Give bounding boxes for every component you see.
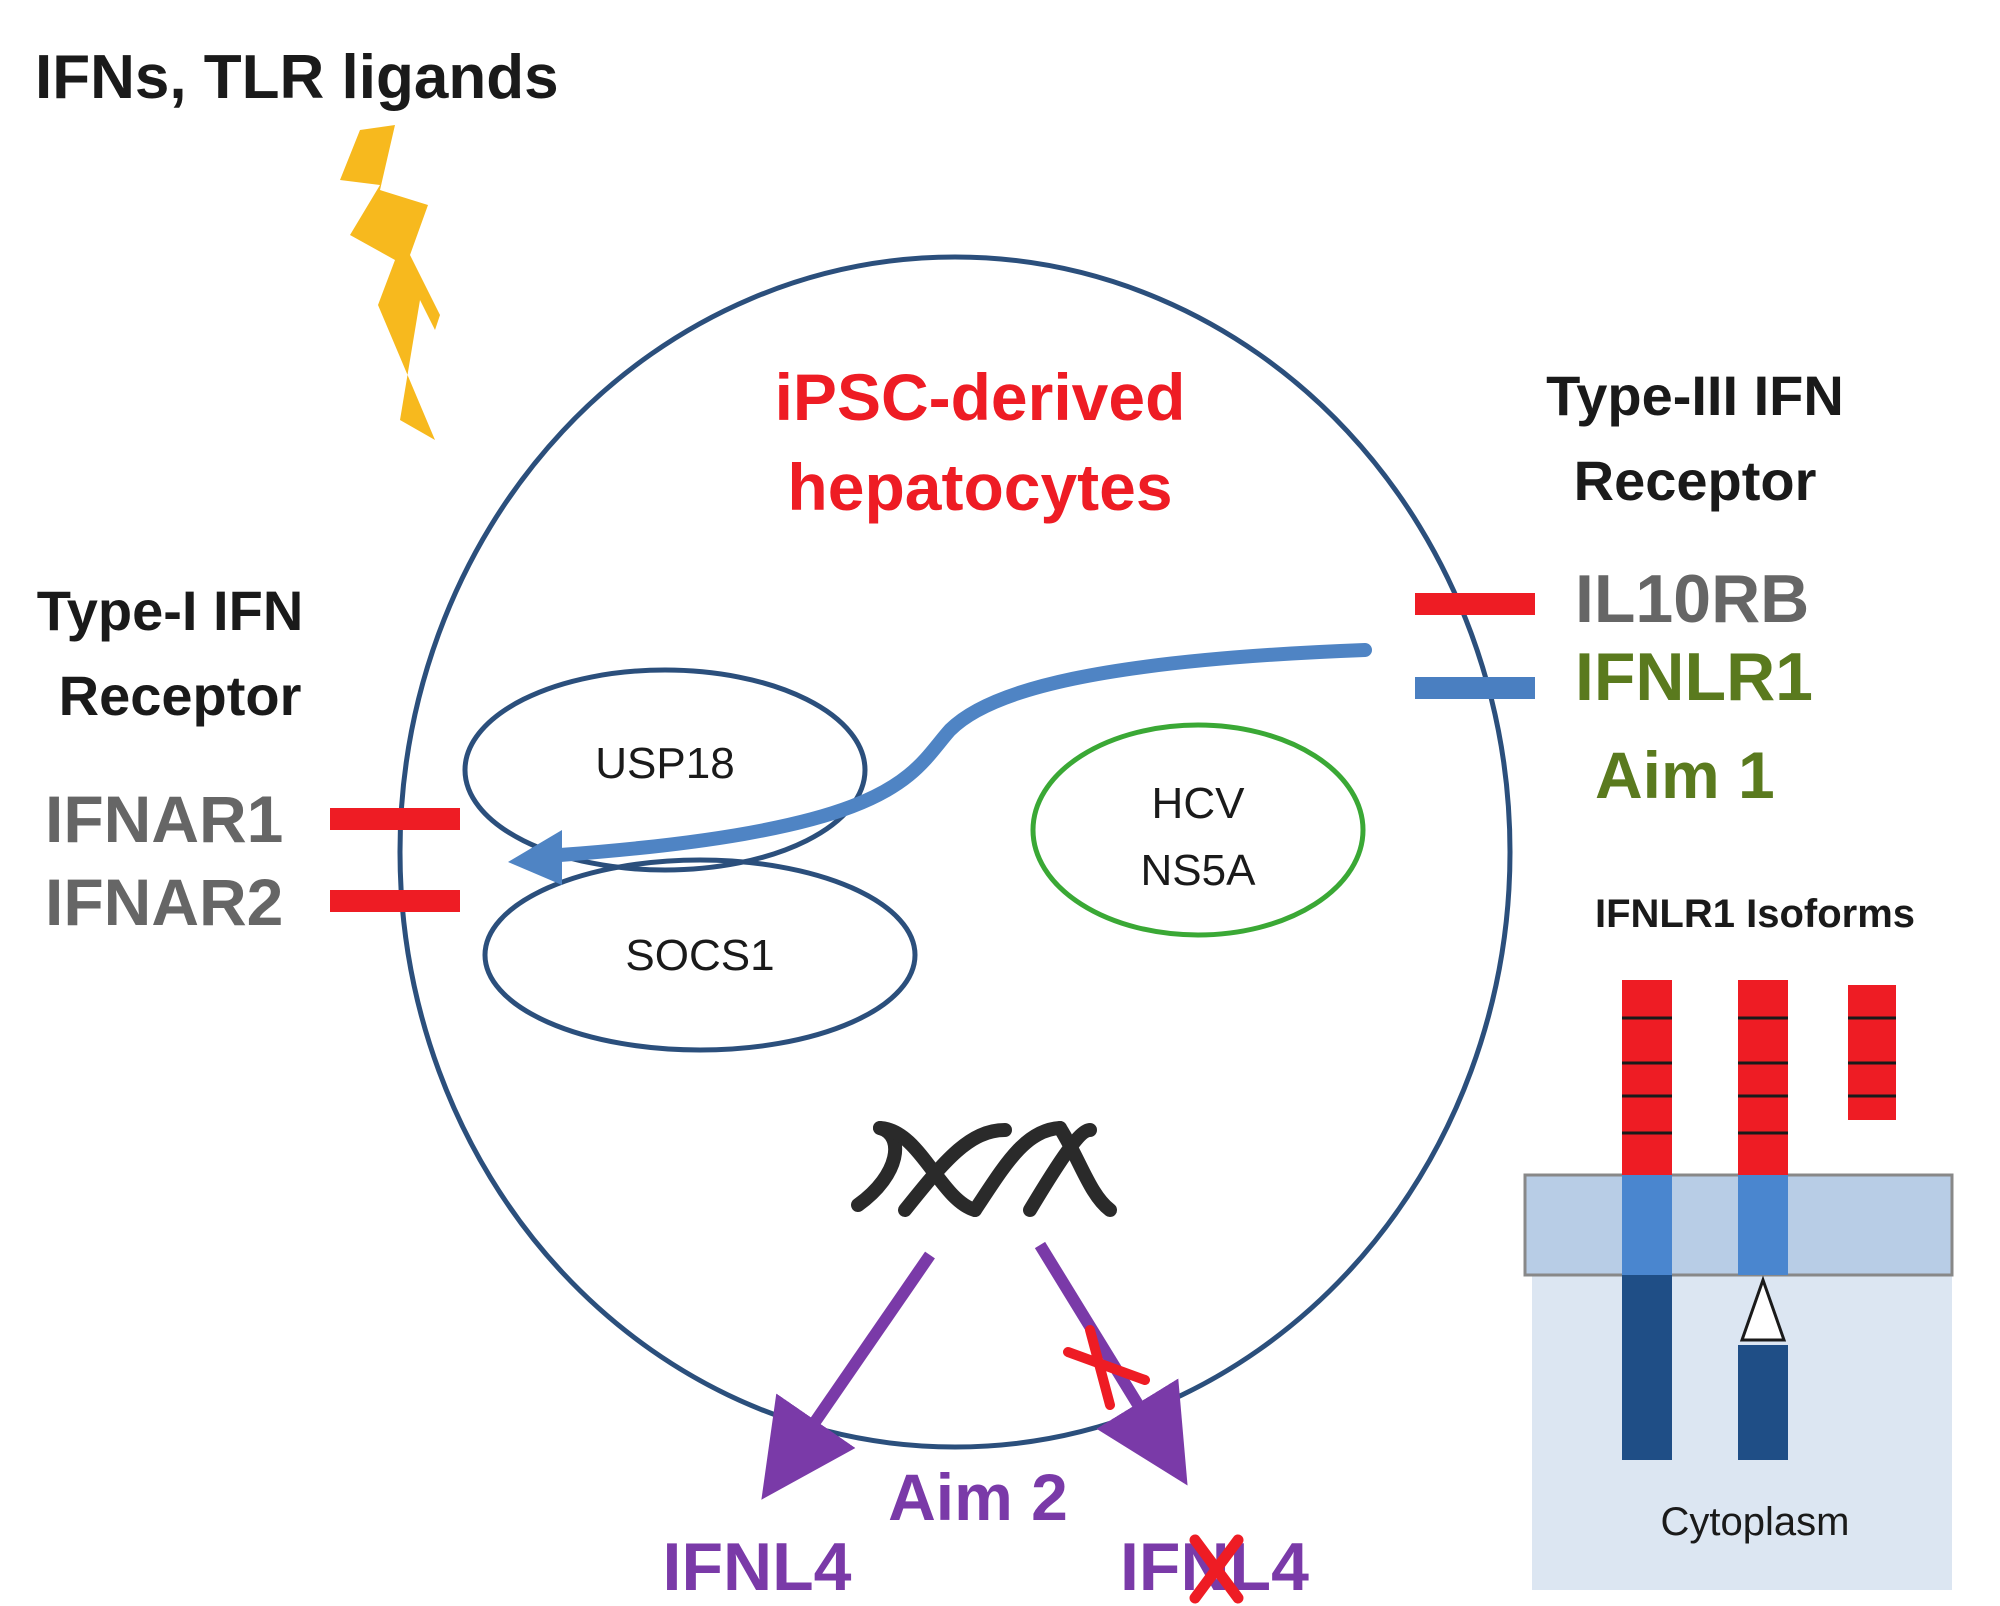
product-cross-icon (1189, 1534, 1244, 1604)
cell-outline (397, 254, 1513, 1450)
usp18-label: USP18 (595, 739, 734, 788)
il10rb-bar (1415, 593, 1535, 615)
isoforms-title: IFNLR1 Isoforms (1595, 892, 1915, 936)
ifnar1-label: IFNAR1 (45, 782, 283, 856)
cell-title-line2: hepatocytes (787, 450, 1172, 524)
ifnl4-expression-arrow (761, 1251, 935, 1500)
signal-arrow (553, 643, 1372, 862)
type3-receptor-title-line1: Type-III IFN (1546, 364, 1844, 427)
usp18-node (462, 667, 868, 873)
hcv-label-line2: NS5A (1141, 846, 1257, 895)
isoform-2-deletion-marker (1739, 1275, 1787, 1342)
ifnar2-label: IFNAR2 (45, 865, 283, 939)
ifnl4-blocked-prefix: IF (1120, 1529, 1180, 1605)
aim1-label: Aim 1 (1595, 738, 1775, 812)
stimulus-label: IFNs, TLR ligands (35, 43, 559, 112)
ifnar2-bar (330, 890, 460, 912)
isoform-1 (1622, 980, 1672, 1460)
socs1-label: SOCS1 (625, 931, 774, 980)
cell-title-line1: iPSC-derived (775, 360, 1186, 434)
type3-receptor-title-line2: Receptor (1574, 449, 1817, 512)
hcv-ns5a-node (1030, 722, 1366, 938)
ifnlr1-bar (1415, 677, 1535, 699)
aim2-label: Aim 2 (888, 1460, 1068, 1534)
signal-arrow-head (508, 830, 562, 885)
ifnar1-bar (330, 808, 460, 830)
cytoplasm-label: Cytoplasm (1661, 1500, 1850, 1544)
socs1-node (482, 857, 918, 1053)
ifnl4-expressed-label: IFNL4 (663, 1529, 852, 1605)
type1-receptor-title-line1: Type-I IFN (37, 579, 304, 642)
block-cross-icon (1063, 1325, 1150, 1410)
isoform-2 (1738, 980, 1788, 1460)
hcv-label-line1: HCV (1152, 779, 1246, 828)
il10rb-label: IL10RB (1575, 561, 1809, 637)
ifnl4-blocked-arrow (1034, 1241, 1188, 1486)
lightning-bolt-icon (340, 125, 440, 440)
ifnlr1-label: IFNLR1 (1575, 639, 1813, 715)
type1-receptor-title-line2: Receptor (59, 664, 302, 727)
dna-helix-icon (851, 1121, 1117, 1217)
isoform-3 (1848, 985, 1896, 1120)
